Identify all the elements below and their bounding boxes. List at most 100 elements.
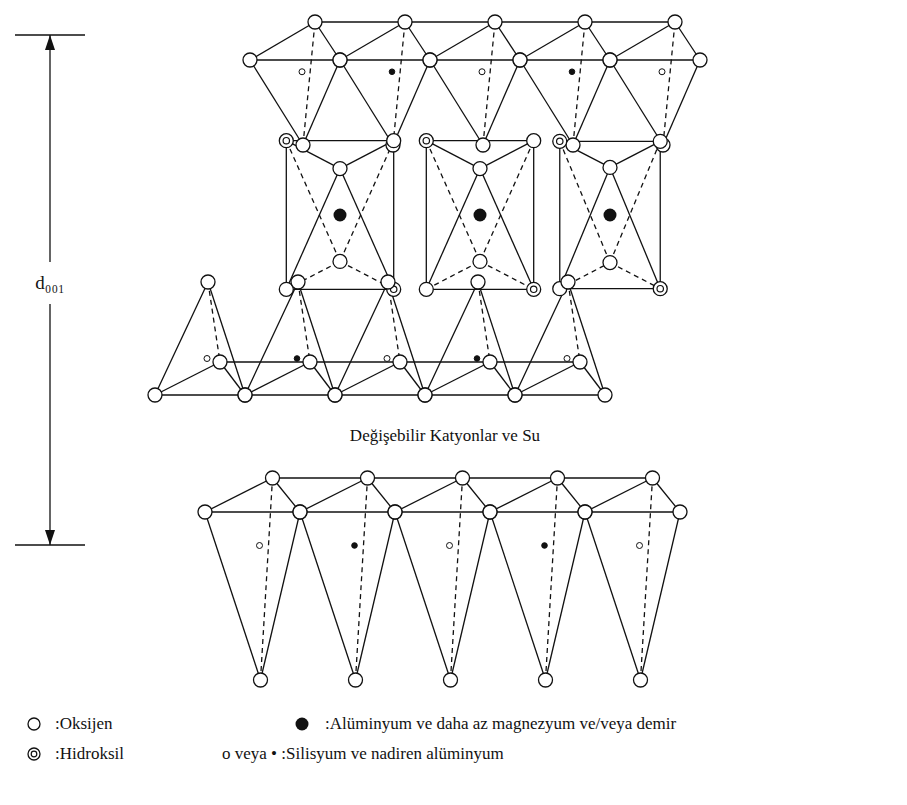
oxygen-atom [361, 471, 375, 485]
bond-line [610, 22, 675, 60]
hidden-bond-line [610, 141, 660, 262]
bond-line [480, 169, 534, 290]
oxygen-atom [603, 256, 617, 270]
oxygen-atom [578, 15, 592, 29]
bond-line [250, 60, 303, 145]
aluminium-atom [334, 209, 347, 222]
hidden-bond-line [298, 282, 310, 362]
bond-line [451, 512, 491, 680]
bond-line [405, 21, 495, 22]
bond-line [393, 141, 394, 290]
bond-line [155, 394, 245, 395]
bond-line [426, 141, 480, 169]
oxygen-atom [603, 53, 617, 67]
oxygen-atom [551, 471, 565, 485]
bond-lines [155, 22, 700, 680]
oxygen-atom [266, 471, 280, 485]
oxygen-atom [293, 505, 307, 519]
oxygen-atom [328, 388, 342, 402]
bond-line [395, 478, 463, 512]
bond-line [490, 512, 546, 680]
hidden-bond-line [546, 478, 558, 680]
oxygen-atom [673, 505, 687, 519]
bond-line [520, 22, 585, 60]
oxygen-atom [668, 15, 682, 29]
silicon-atom [637, 543, 643, 549]
oxygen-atom [508, 388, 522, 402]
bond-line [208, 282, 245, 395]
arrow-head [45, 530, 55, 545]
bond-line [515, 394, 605, 395]
oxygen-atom [423, 53, 437, 67]
oxygen-atom [333, 162, 347, 176]
bond-line [340, 59, 430, 60]
oxygen-atom [456, 471, 470, 485]
silicon-atom [204, 356, 210, 362]
silicon-atom [294, 356, 300, 362]
bond-line [250, 59, 340, 60]
hydroxyl-atom [530, 286, 536, 292]
bond-line [558, 477, 653, 478]
oxygen-atom [508, 388, 522, 402]
silicon-atom [447, 543, 453, 549]
dimension-line [49, 304, 50, 545]
bond-line [368, 477, 463, 478]
bond-line [425, 362, 490, 395]
bond-line [298, 282, 335, 395]
oxygen-atom [381, 275, 395, 289]
oxygen-atom [254, 673, 268, 687]
oxygen-atom [333, 53, 347, 67]
oxygen-atom [291, 275, 305, 289]
oxygen-atom [473, 254, 487, 268]
hydroxyl-atom [283, 138, 289, 144]
oxygen-atom [483, 505, 497, 519]
bond-line [660, 141, 661, 288]
oxygen-atom [634, 673, 648, 687]
legend-text: :Hidroksil [55, 744, 124, 764]
hidden-bond-line [641, 478, 653, 680]
oxygen-atom [693, 53, 707, 67]
bond-line [425, 394, 515, 395]
oxygen-atom [213, 355, 227, 369]
oxygen-atom [573, 355, 587, 369]
silicon-atom [384, 356, 390, 362]
bond-line [585, 512, 641, 680]
hidden-bond-line [451, 478, 463, 680]
silicon-atom [542, 543, 548, 549]
oxygen-atom [553, 134, 567, 148]
bond-line [533, 141, 534, 290]
oxygen-atom [483, 355, 497, 369]
hidden-bond-line [356, 478, 368, 680]
oxygen-atom [388, 505, 402, 519]
bond-line [205, 511, 300, 512]
legend-text: :Oksijen [55, 714, 113, 734]
hidden-bond-line [610, 263, 660, 289]
bond-line [303, 60, 340, 145]
bond-line [490, 511, 585, 512]
bond-line [520, 60, 573, 145]
oxygen-atom [238, 388, 252, 402]
interlayer-label: Değişebilir Katyonlar ve Su [348, 425, 542, 447]
bond-line [515, 282, 568, 395]
aluminium-atom [474, 209, 487, 222]
oxygen-atom [296, 138, 310, 152]
hidden-bond-line [483, 22, 495, 145]
bond-line [430, 59, 520, 60]
oxygen-atom [418, 388, 432, 402]
bond-line [478, 282, 515, 395]
arrow-head [45, 35, 55, 50]
oxygen-atom [488, 15, 502, 29]
dimension-line [49, 35, 50, 262]
bond-line [245, 394, 335, 395]
hidden-bond-line [208, 282, 220, 362]
bond-line [515, 362, 580, 395]
bond-line [426, 169, 480, 290]
hidden-bond-line [303, 22, 315, 145]
oxygen-atom [513, 53, 527, 67]
oxygen-atom [653, 282, 667, 296]
bond-line [568, 282, 605, 395]
bond-line [610, 59, 700, 60]
oxygen-atom [308, 15, 322, 29]
bond-line [315, 21, 405, 22]
